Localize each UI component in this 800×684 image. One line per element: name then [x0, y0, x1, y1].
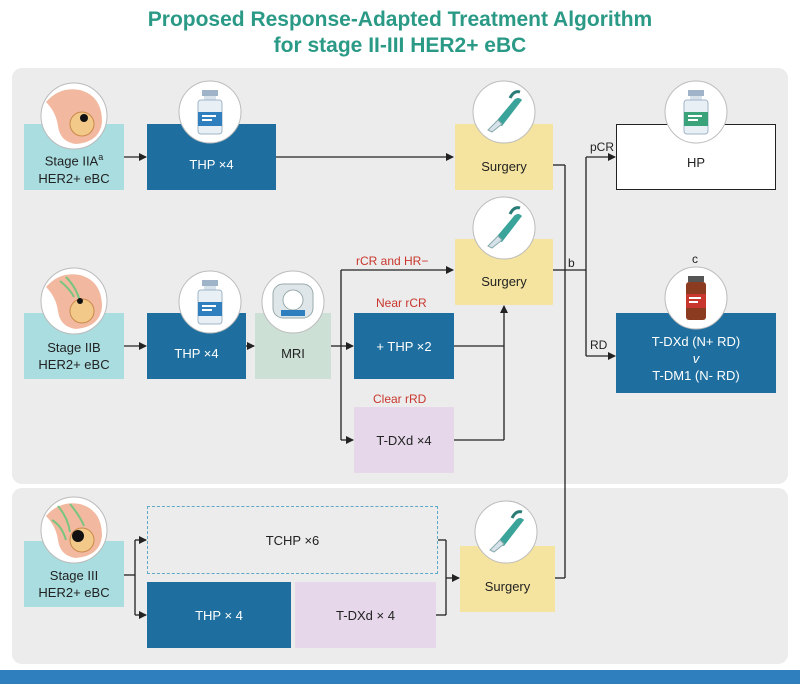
- rd-option-2: T-DM1 (N- RD): [652, 367, 740, 383]
- stage-iii-label: Stage III: [49, 568, 99, 583]
- label-c: c: [692, 252, 698, 266]
- rd-option-1: T-DXd (N+ RD): [651, 333, 741, 349]
- stage-iia-superscript: a: [98, 152, 104, 163]
- surgery-scalpel-icon: [472, 80, 536, 144]
- medicine-bottle-icon: [664, 266, 728, 330]
- stage-iib-label: Stage IIB: [47, 340, 101, 355]
- label-clear-rrd: Clear rRD: [373, 392, 427, 406]
- label-rd: RD: [590, 338, 608, 352]
- stage-iii-subtype: HER2+ eBC: [38, 585, 110, 600]
- near-rcr-box: + THP ×2: [354, 313, 454, 379]
- drug-vial-icon: [664, 80, 728, 144]
- stage-iib-subtype: HER2+ eBC: [38, 357, 110, 372]
- stage-iia-subtype: HER2+ eBC: [38, 170, 110, 186]
- title-line-1: Proposed Response-Adapted Treatment Algo…: [147, 8, 653, 31]
- label-near-rcr: Near rCR: [376, 296, 427, 310]
- surgery-scalpel-icon: [474, 500, 538, 564]
- thp-box-row3: THP × 4: [147, 582, 291, 648]
- label-rcr-hr: rCR and HR−: [356, 254, 429, 268]
- clear-rrd-box: T-DXd ×4: [354, 407, 454, 473]
- label-pcr: pCR: [590, 140, 615, 154]
- drug-vial-icon: [178, 270, 242, 334]
- bottom-bar: [0, 670, 800, 684]
- breast-tumor-icon: [40, 496, 108, 564]
- label-b: b: [568, 256, 575, 270]
- breast-tumor-icon: [40, 267, 108, 335]
- tdxd-box-row3: T-DXd × 4: [295, 582, 436, 648]
- rd-versus: v: [692, 350, 700, 366]
- stage-iia-label: Stage IIA: [44, 153, 99, 169]
- surgery-scalpel-icon: [472, 196, 536, 260]
- title-line-2: for stage II-III HER2+ eBC: [273, 34, 527, 57]
- mri-scanner-icon: [261, 270, 325, 334]
- breast-tumor-icon: [40, 82, 108, 150]
- tchp-box: TCHP ×6: [147, 506, 438, 574]
- drug-vial-icon: [178, 80, 242, 144]
